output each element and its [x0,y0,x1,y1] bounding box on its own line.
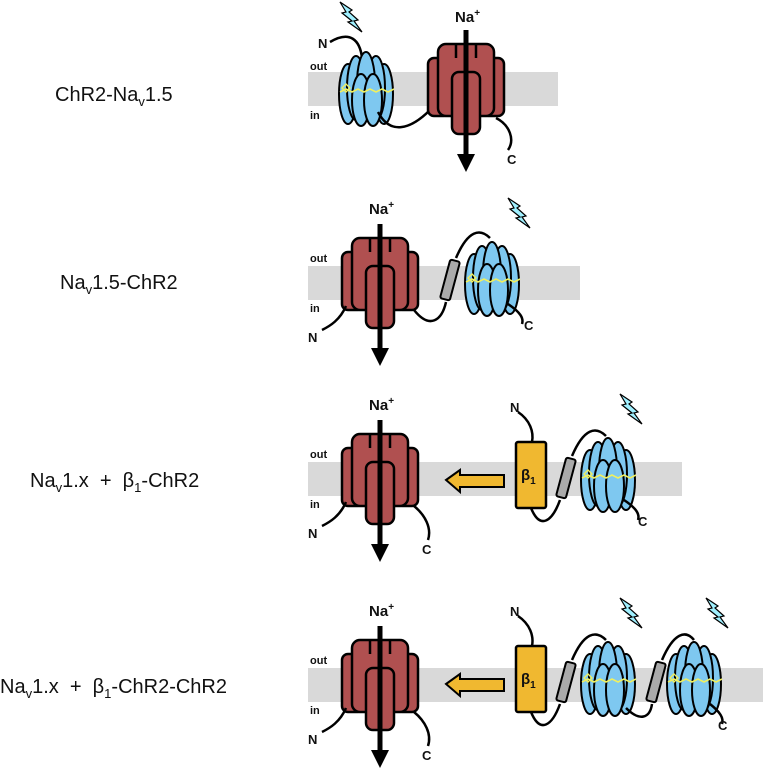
beta-n-loop [517,410,534,443]
out-label: out [310,655,327,667]
c-term-loop [495,116,513,151]
c-term-loop [413,505,431,541]
n-terminus: N [308,526,317,541]
nav-channel [342,420,418,562]
arrow-left-icon [444,468,505,495]
nav-channel [428,30,504,172]
beta-n-terminus: N [510,604,519,619]
chr2-protein [580,641,637,717]
ion-label: Na+ [369,602,394,620]
chr2-protein [338,51,395,127]
beta1-label: β1 [521,467,536,487]
out-label: out [310,449,327,461]
c-term-loop [413,711,431,747]
in-label: in [310,110,320,122]
nav-channel [342,224,418,366]
n-term-loop [321,707,348,734]
lightning-icon [619,597,643,629]
n-terminus: N [308,732,317,747]
lightning-icon [705,597,729,629]
row2-label: Nav1.5-ChR2 [60,272,178,297]
lightning-icon [619,393,643,425]
chr2-protein [580,437,637,513]
nav-channel [342,626,418,768]
row1-diagram: out in N Na+ C [308,1,558,172]
row1-label: ChR2-Nav1.5 [55,84,173,109]
linker [529,703,562,727]
c-terminus: C [524,318,534,333]
n-terminus: N [318,36,327,51]
row2-diagram: out in Na+ N C [308,197,580,366]
in-label: in [310,303,320,315]
n-term-loop [321,305,348,332]
ion-label: Na+ [369,396,394,414]
beta-n-loop [517,614,534,647]
row3-diagram: out in Na+ N C N β1 C [308,393,682,562]
chr2-protein [464,241,521,317]
beta1-label: β1 [521,671,536,691]
out-label: out [310,61,327,73]
linker [413,301,448,323]
c-term-loop [623,498,640,521]
chr2-protein-2 [666,641,723,717]
ion-label: Na+ [455,8,480,26]
linker3 [625,703,654,718]
beta-n-terminus: N [510,400,519,415]
in-label: in [310,499,320,511]
linker [529,499,562,523]
row4-label: Nav1.x + β1-ChR2-ChR2 [0,676,227,701]
row4-diagram: out in Na+ N C N β1 C [308,597,763,768]
in-label: in [310,705,320,717]
linker2 [570,429,607,457]
n-terminus: N [308,330,317,345]
c-terminus: C [507,152,517,167]
row3-label: Nav1.x + β1-ChR2 [30,470,200,495]
c-terminus: C [638,514,648,529]
out-label: out [310,253,327,265]
linker [376,109,431,129]
n-term-loop [321,501,348,528]
linker2 [454,231,491,259]
ion-label: Na+ [369,200,394,218]
c-term-loop [709,703,724,725]
c-terminus: C [422,542,432,557]
linker2 [570,633,607,661]
lightning-icon [339,1,363,33]
c-term-loop [507,302,524,325]
arrow-left-icon [444,672,505,699]
n-term-loop [329,35,364,59]
linker4 [660,633,695,661]
c-terminus: C [718,718,728,733]
c-terminus: C [422,748,432,763]
lightning-icon [507,197,531,229]
